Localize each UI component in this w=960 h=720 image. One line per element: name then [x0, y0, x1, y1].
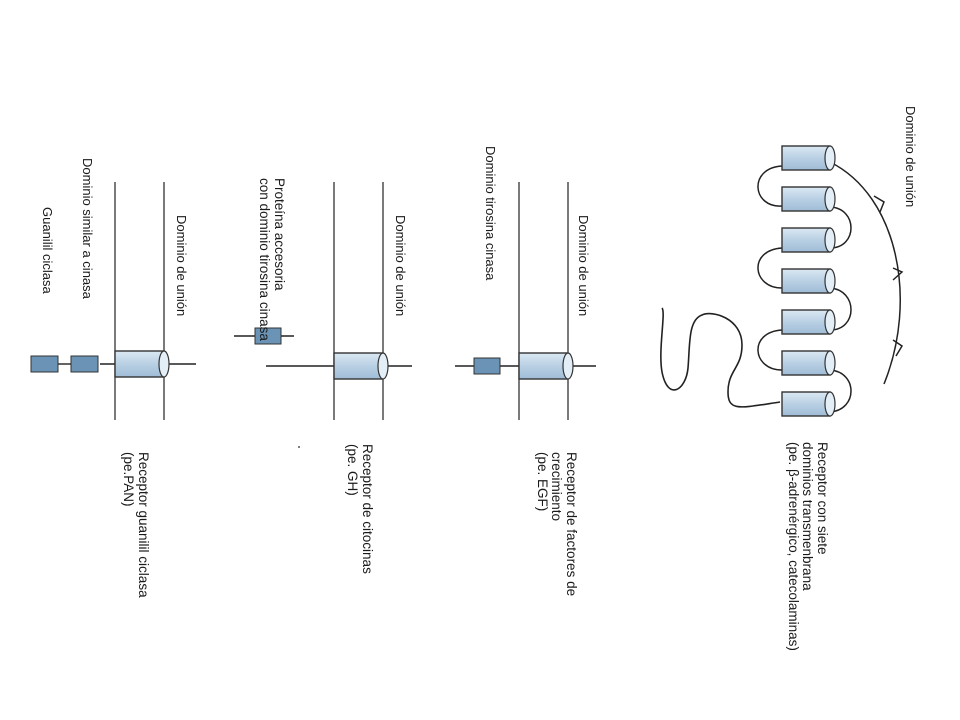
- caption-line: Receptor de factores de: [564, 452, 579, 597]
- cytokine-caption: Receptor de citocinas (pe. GH): [345, 444, 376, 574]
- transmembrane-cylinder: [114, 350, 170, 378]
- gpcr-helix: [781, 391, 836, 417]
- caption-line: dominios transmenbrana: [800, 442, 816, 591]
- caption-line: Receptor de citocinas: [360, 444, 375, 574]
- growth-factor-caption: Receptor de factores de crecimiento (pe.…: [535, 452, 579, 596]
- gpcr-loop: [757, 247, 783, 289]
- gpcr-helix: [781, 186, 836, 212]
- tyrosine-kinase-box: [473, 357, 501, 375]
- growth-factor-receptor: [455, 182, 596, 420]
- kinase-like-label: Dominio similar a cinasa: [80, 158, 95, 299]
- gpcr-helix: [781, 350, 836, 376]
- gpcr-arrowhead: [892, 267, 904, 281]
- gpcr-loop: [829, 206, 852, 249]
- guanylyl-cyclase-receptor: [30, 182, 196, 420]
- transmembrane-cylinder: [333, 352, 389, 380]
- caption-line: (pe.PAN): [121, 452, 137, 507]
- caption-line: Receptor guanilil ciclasa: [136, 452, 151, 598]
- caption-line: (pe. β-adrenérgico, catecolaminas): [786, 442, 801, 651]
- gpcr-loop: [829, 287, 852, 331]
- label-line: Proteína accesoria: [272, 178, 287, 291]
- guanylyl-caption: Receptor guanilil ciclasa (pe.PAN): [121, 452, 152, 598]
- caption-line: (pe. EGF): [535, 452, 550, 512]
- growth-factor-binding-label: Dominio de unión: [576, 215, 591, 317]
- label-line: con dominio tirosina cinasa: [257, 178, 273, 341]
- guanylyl-cyclase-label: Guanilil ciclasa: [40, 207, 55, 294]
- cytokine-receptor: [234, 182, 412, 448]
- gpcr-n-terminus: [829, 161, 901, 385]
- gpcr-caption: Receptor con siete dominios transmenbran…: [786, 442, 830, 651]
- gpcr-helix: [781, 145, 836, 171]
- stray-dot: [298, 446, 300, 448]
- gpcr-helix: [781, 309, 836, 335]
- transmembrane-cylinder: [518, 352, 574, 380]
- gpcr-loop: [757, 165, 783, 207]
- gpcr-arrowhead: [873, 195, 885, 213]
- gpcr-loop: [757, 329, 783, 371]
- guanylyl-cyclase-box: [30, 355, 59, 373]
- gpcr-helix: [781, 227, 836, 253]
- cytokine-binding-label: Dominio de unión: [393, 215, 408, 317]
- caption-line: Receptor con siete: [815, 442, 830, 555]
- gpcr-c-tail: [660, 307, 781, 408]
- gpcr-binding-label: Dominio de unión: [903, 106, 918, 208]
- gpcr-loop: [829, 369, 852, 413]
- gpcr-helix: [781, 268, 836, 294]
- accessory-protein-label: Proteína accesoria con dominio tirosina …: [257, 178, 288, 341]
- guanylyl-binding-label: Dominio de unión: [174, 215, 189, 317]
- accessory-kinase-box: [254, 327, 282, 345]
- gpcr-arrowhead: [892, 339, 904, 357]
- tyrosine-kinase-label: Dominio tirosina cinasa: [483, 146, 498, 281]
- caption-line: crecimiento: [549, 452, 565, 522]
- caption-line: (pe. GH): [345, 444, 361, 496]
- kinase-like-box: [70, 355, 99, 373]
- gpcr-receptor: [660, 145, 904, 417]
